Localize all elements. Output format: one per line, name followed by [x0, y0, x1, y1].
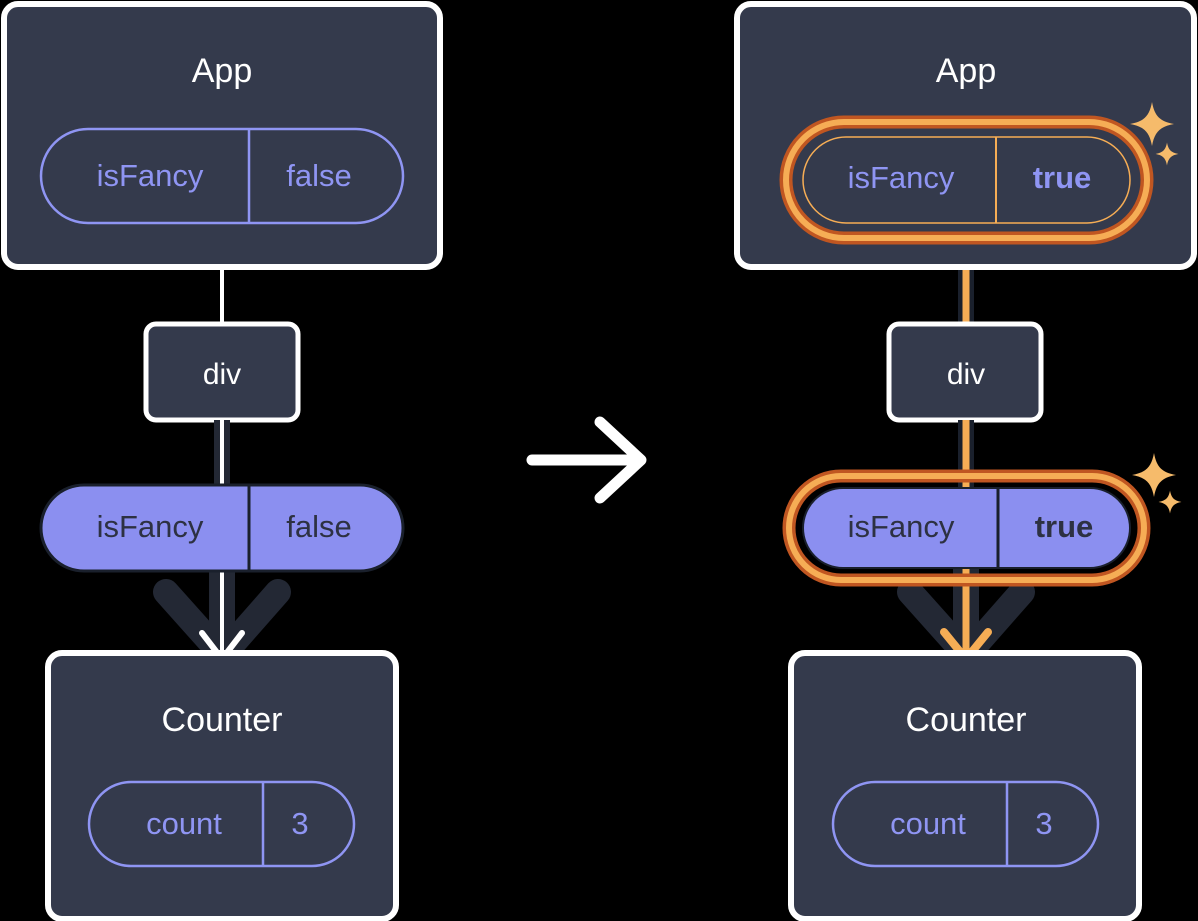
app-state-pill-highlight-ring: [779, 115, 1154, 245]
app-panel-box: [1, 1, 443, 270]
counter-state-pill-key: count: [146, 806, 222, 841]
prop-pill-shape: [39, 483, 405, 573]
prop-pill-after: isFancy true: [802, 487, 1131, 569]
app-panel-before: App isFancy false: [1, 1, 443, 270]
highlight-ring-inner: [786, 473, 1147, 583]
app-state-pill-shape: [39, 127, 405, 225]
counter-state-pill-before: count 3: [87, 780, 356, 868]
sparkle-icon-large: [1132, 453, 1176, 497]
app-state-pill-before: isFancy false: [39, 127, 405, 225]
app-state-pill-key: isFancy: [97, 158, 204, 193]
prop-pill-value: true: [1035, 509, 1094, 544]
app-panel-title: App: [192, 52, 253, 90]
counter-panel-title: Counter: [906, 701, 1027, 739]
div-panel-after: div: [886, 321, 1044, 423]
counter-state-pill-value: 3: [1035, 806, 1052, 841]
counter-panel-box: [788, 650, 1142, 921]
div-panel-before: div: [143, 321, 301, 423]
div-panel-title: div: [947, 358, 985, 391]
prop-pill-highlight-ring: [782, 469, 1151, 587]
counter-state-pill-key: count: [890, 806, 966, 841]
before-tree: App isFancy false div: [1, 1, 443, 921]
counter-panel-after: Counter count 3: [788, 650, 1142, 921]
transition-arrow-head: [594, 416, 647, 504]
counter-state-pill-after: count 3: [831, 780, 1100, 868]
after-tree: App isFancy true: [734, 1, 1197, 921]
div-panel-title: div: [203, 358, 241, 391]
prop-pill-value: false: [286, 509, 351, 544]
prop-pill-key: isFancy: [97, 509, 204, 544]
prop-pill-key: isFancy: [848, 509, 955, 544]
highlight-ring-inner: [783, 119, 1150, 241]
app-state-pill-value: true: [1033, 160, 1092, 195]
app-state-pill-value: false: [286, 158, 351, 193]
counter-state-pill-shape: [87, 780, 356, 868]
app-panel-title: App: [936, 52, 997, 90]
app-state-pill-key: isFancy: [848, 160, 955, 195]
counter-panel-title: Counter: [162, 701, 283, 739]
sparkle-icon-small: [1158, 490, 1182, 514]
prop-pill-before: isFancy false: [39, 483, 405, 573]
prop-arrow-before: [153, 560, 291, 671]
app-state-pill-shape: [802, 136, 1131, 224]
transition-arrow-right-icon: [526, 416, 647, 504]
counter-state-pill-shape: [831, 780, 1100, 868]
app-state-pill-after: isFancy true: [802, 136, 1131, 224]
counter-panel-box: [45, 650, 399, 921]
counter-panel-before: Counter count 3: [45, 650, 399, 921]
prop-pill-shape: [802, 487, 1131, 569]
app-panel-after: App isFancy true: [734, 1, 1197, 270]
counter-state-pill-value: 3: [291, 806, 308, 841]
